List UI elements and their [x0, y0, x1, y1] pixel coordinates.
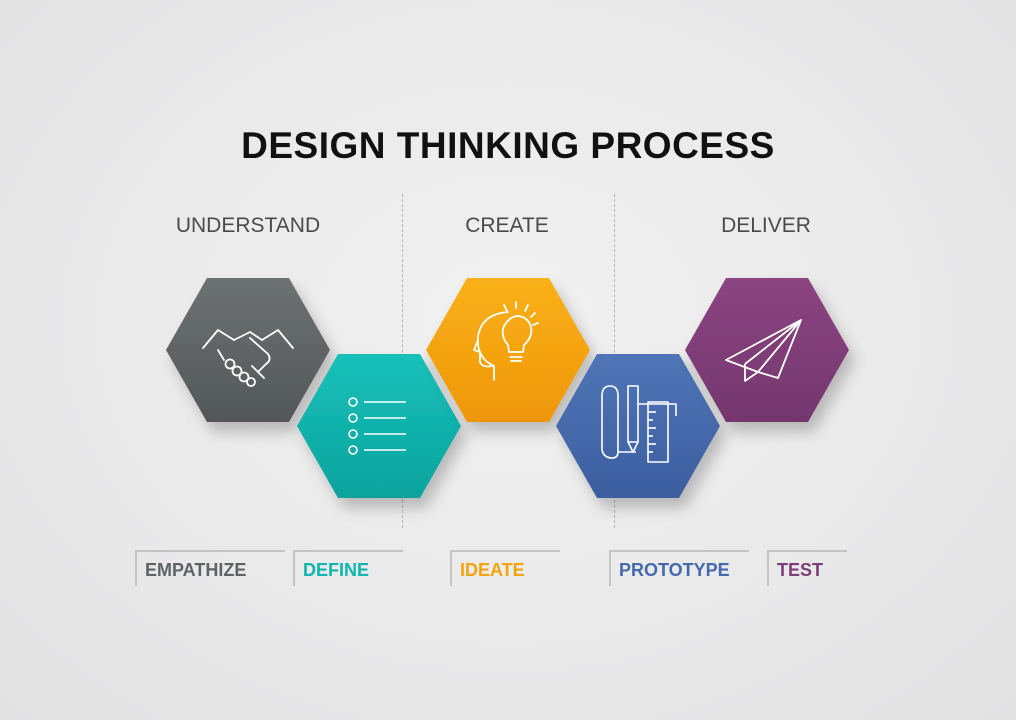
- step-label-text: DEFINE: [303, 560, 370, 580]
- phase-label-understand: UNDERSTAND: [175, 214, 321, 237]
- handshake-icon: [202, 329, 294, 387]
- paper-plane-icon: [725, 319, 802, 382]
- hexagon-prototype: [556, 354, 720, 498]
- checklist-icon: [348, 397, 406, 455]
- step-label-define: DEFINE: [293, 550, 403, 586]
- blueprint-ruler-icon: [601, 385, 677, 463]
- step-label-empathize: EMPATHIZE: [135, 550, 285, 586]
- hexagon-empathize: [166, 278, 330, 422]
- step-label-text: EMPATHIZE: [145, 560, 247, 580]
- hexagon-define: [297, 354, 461, 498]
- phase-label-create: CREATE: [465, 214, 549, 237]
- step-label-prototype: PROTOTYPE: [609, 550, 749, 586]
- step-label-text: TEST: [777, 560, 824, 580]
- hexagon-ideate: [426, 278, 590, 422]
- step-label-ideate: IDEATE: [450, 550, 560, 586]
- page-title: DESIGN THINKING PROCESS: [241, 125, 775, 166]
- phase-label-deliver: DELIVER: [721, 214, 811, 237]
- head-lightbulb-icon: [473, 301, 539, 381]
- step-label-text: PROTOTYPE: [619, 560, 730, 580]
- hexagon-test: [685, 278, 849, 422]
- step-label-text: IDEATE: [460, 560, 525, 580]
- step-label-test: TEST: [767, 550, 847, 586]
